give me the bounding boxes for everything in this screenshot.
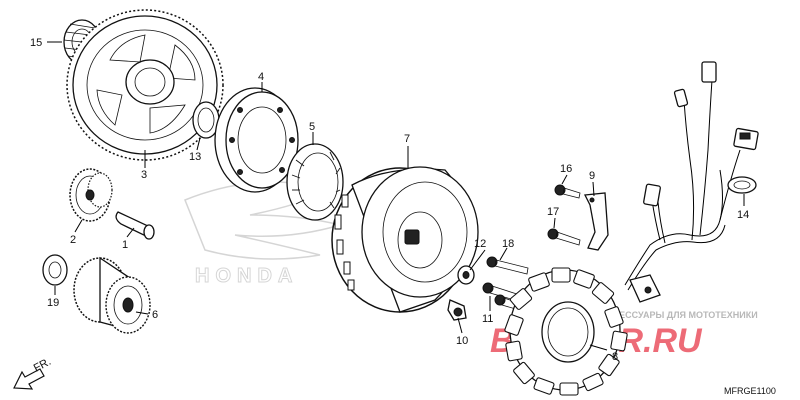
label-part-8: 8 (612, 351, 618, 363)
label-part-16: 16 (560, 163, 572, 175)
label-part-12: 12 (474, 238, 486, 250)
label-part-5: 5 (309, 121, 315, 133)
part-flywheel-rotor (331, 166, 479, 313)
part-starter-driven-gear (66, 9, 224, 161)
part-reduction-gear (73, 256, 151, 334)
front-direction-label: FR. (32, 356, 53, 375)
part-labels: 15 3 4 5 7 13 2 1 19 6 10 11 12 18 8 9 1… (30, 37, 749, 363)
part-one-way-clutch (286, 143, 344, 221)
honda-watermark-text: HONDA (195, 265, 298, 287)
part-washer-12 (457, 265, 475, 285)
label-part-1: 1 (122, 239, 128, 251)
part-starter-clutch-outer (214, 87, 299, 193)
leader-lines (47, 41, 745, 351)
part-bolt-17 (547, 228, 581, 246)
label-part-15: 15 (30, 37, 42, 49)
label-part-11: 11 (482, 313, 493, 325)
label-part-9: 9 (589, 170, 595, 182)
part-bearing-19 (42, 254, 68, 286)
label-part-3: 3 (141, 169, 147, 181)
label-part-2: 2 (70, 234, 76, 246)
label-part-13: 13 (189, 151, 201, 163)
label-part-7: 7 (404, 133, 410, 145)
label-part-18: 18 (502, 238, 514, 250)
front-direction-arrow: FR. (13, 356, 53, 390)
part-stator (504, 267, 628, 396)
part-idle-shaft (115, 211, 155, 240)
part-bolt-10 (447, 299, 467, 321)
label-part-19: 19 (47, 297, 59, 309)
part-stay-9 (583, 192, 609, 251)
part-idle-gear (69, 168, 113, 222)
part-bolt-18 (486, 256, 529, 275)
label-part-4: 4 (258, 71, 264, 83)
label-part-10: 10 (456, 335, 468, 347)
label-part-14: 14 (737, 209, 749, 221)
part-wire-clamp (727, 176, 757, 194)
label-part-6: 6 (152, 309, 158, 321)
site-watermark-tagline: ЗАПЧАСТИ И АКСЕССУАРЫ ДЛЯ МОТОТЕХНИКИ (540, 310, 758, 320)
diagram-code: MFRGE1100 (724, 386, 776, 396)
part-bolt-16 (554, 184, 581, 199)
part-wire-harness (624, 61, 759, 303)
label-part-17: 17 (547, 206, 559, 218)
